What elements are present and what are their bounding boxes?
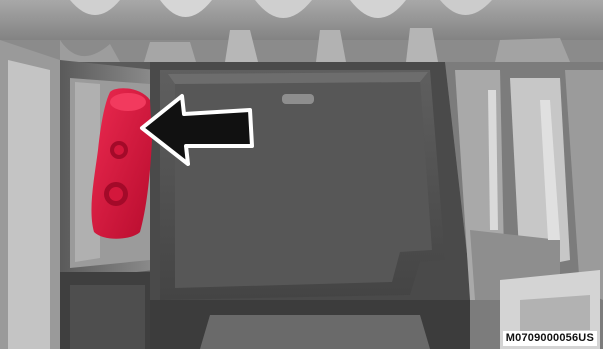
storage-bin [150,62,470,349]
bin-latch [282,94,314,104]
console-top-rim [0,0,603,62]
figure-code: M0709000056US [503,331,597,346]
